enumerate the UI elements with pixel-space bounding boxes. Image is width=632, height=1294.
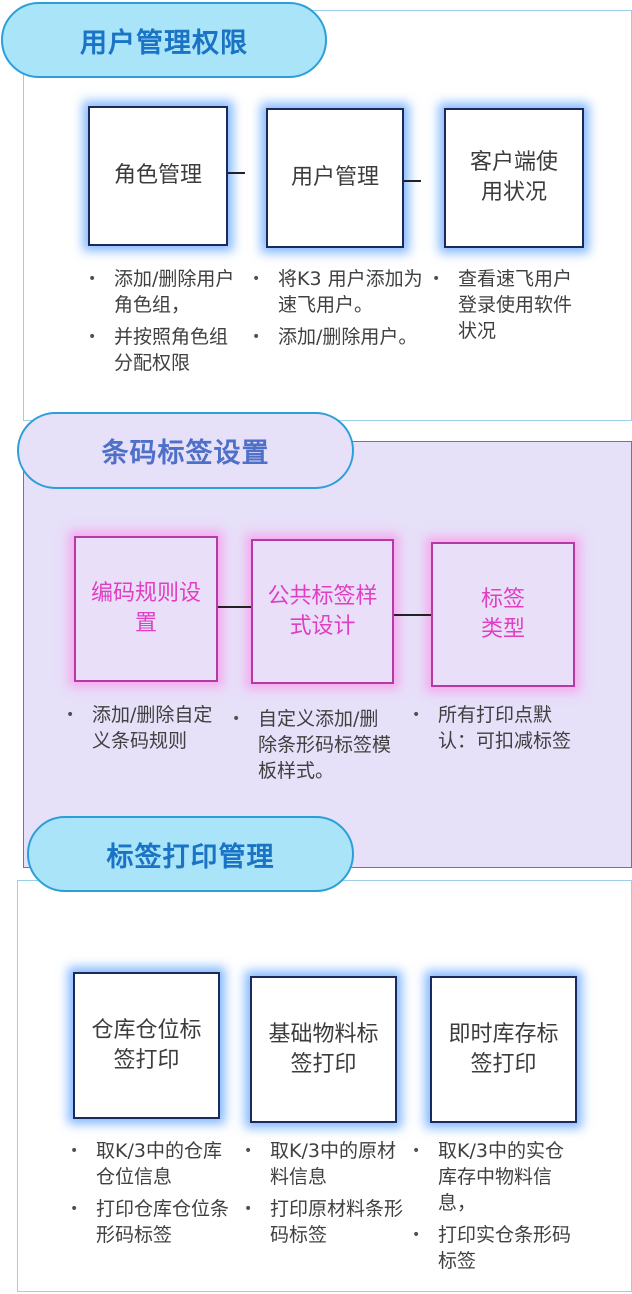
bullet-list-material: 取K/3中的原材料信息 打印原材料条形码标签 — [244, 1138, 410, 1254]
list-item: 取K/3中的仓库仓位信息 — [70, 1138, 238, 1190]
node-label: 公共标签样式设计 — [267, 583, 378, 639]
bullet-list-inventory: 取K/3中的实仓库存中物料信息， 打印实仓条形码标签 — [412, 1138, 578, 1280]
list-item: 添加/删除自定义条码规则 — [66, 702, 226, 754]
node-inventory-label-print[interactable]: 即时库存标签打印 — [430, 976, 577, 1123]
list-item: 添加/删除用户。 — [252, 324, 430, 350]
node-encoding-rules[interactable]: 编码规则设置 — [74, 536, 218, 682]
connector-line — [394, 614, 431, 616]
node-label: 编码规则设置 — [91, 581, 202, 636]
connector-line — [228, 172, 245, 174]
section-title-barcode-label-settings: 条码标签设置 — [17, 412, 354, 489]
list-item: 取K/3中的实仓库存中物料信息， — [412, 1138, 578, 1216]
node-label: 标签类型 — [480, 586, 525, 642]
list-item: 所有打印点默认：可扣减标签 — [412, 702, 574, 754]
node-label: 仓库仓位标签打印 — [91, 1017, 202, 1073]
node-client-usage[interactable]: 客户端使用状况 — [444, 108, 584, 248]
node-label: 即时库存标签打印 — [448, 1021, 559, 1077]
node-role-management[interactable]: 角色管理 — [88, 106, 228, 246]
connector-line — [218, 606, 251, 608]
connector-line — [404, 180, 421, 182]
node-public-label-style-design[interactable]: 公共标签样式设计 — [251, 539, 394, 684]
bullet-list-user-management: 将K3 用户添加为速飞用户。 添加/删除用户。 — [252, 266, 430, 356]
list-item: 取K/3中的原材料信息 — [244, 1138, 410, 1190]
node-label: 基础物料标签打印 — [268, 1021, 379, 1077]
list-item: 打印实仓条形码标签 — [412, 1222, 578, 1274]
list-item: 查看速飞用户登录使用软件状况 — [432, 266, 582, 344]
section-title-label-print-management: 标签打印管理 — [27, 816, 354, 892]
section-title-user-permissions: 用户管理权限 — [1, 2, 327, 78]
list-item: 并按照角色组分配权限 — [88, 324, 236, 376]
node-label: 客户端使用状况 — [469, 150, 558, 205]
list-item: 打印原材料条形码标签 — [244, 1196, 410, 1248]
bullet-list-warehouse-location: 取K/3中的仓库仓位信息 打印仓库仓位条形码标签 — [70, 1138, 238, 1254]
list-item: 添加/删除用户角色组， — [88, 266, 236, 318]
node-label: 用户管理 — [290, 165, 379, 190]
bullet-list-label-type: 所有打印点默认：可扣减标签 — [412, 702, 574, 760]
bullet-list-client-usage: 查看速飞用户登录使用软件状况 — [432, 266, 582, 350]
bullet-list-encoding-rules: 添加/删除自定义条码规则 — [66, 702, 226, 760]
node-label-type[interactable]: 标签类型 — [431, 542, 575, 687]
bullet-list-role-management: 添加/删除用户角色组， 并按照角色组分配权限 — [88, 266, 236, 382]
list-item: 将K3 用户添加为速飞用户。 — [252, 266, 430, 318]
node-label: 角色管理 — [113, 163, 202, 188]
list-item: 打印仓库仓位条形码标签 — [70, 1196, 238, 1248]
node-user-management[interactable]: 用户管理 — [266, 108, 404, 248]
node-material-label-print[interactable]: 基础物料标签打印 — [250, 976, 397, 1123]
list-item: 自定义添加/删除条形码标签模板样式。 — [232, 706, 392, 784]
bullet-list-label-style-design: 自定义添加/删除条形码标签模板样式。 — [232, 706, 392, 790]
node-warehouse-location-label-print[interactable]: 仓库仓位标签打印 — [73, 972, 220, 1119]
